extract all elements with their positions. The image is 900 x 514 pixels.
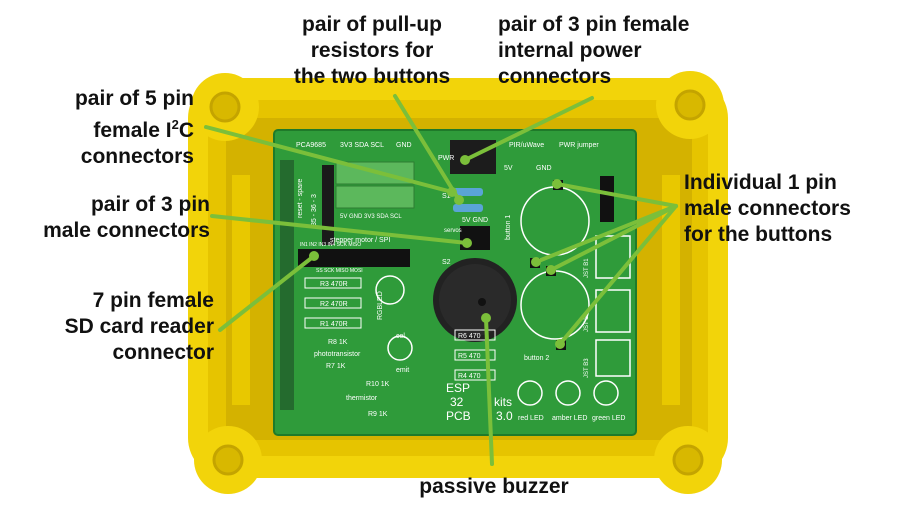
silk-pwr: PWR	[438, 155, 454, 162]
leader-i2c	[204, 125, 454, 194]
silk-thermistor: thermistor	[346, 395, 378, 402]
label-buzzer-line1: passive buzzer	[419, 475, 569, 498]
label-i2c-post: C	[178, 119, 194, 142]
label-sd-line3: connector	[112, 341, 214, 364]
silk-col: col	[396, 333, 405, 340]
silk-pcb: PCB	[446, 409, 471, 423]
silk-5vgnd: 5V GND	[462, 217, 488, 224]
silkscreen-text: PCA9685 3V3 SDA SCL GND PWR PIR/uWave PW…	[296, 142, 625, 423]
silk-stepper: stepper motor / SPI	[330, 237, 390, 244]
silk-i2c-row: 5V GND 3V3 SDA SCL	[340, 214, 402, 220]
silk-r1: R1 470R	[320, 321, 348, 328]
silk-pca-pins: 3V3 SDA SCL	[340, 142, 384, 149]
label-male-connectors: pair of 3 pin male connectors	[10, 192, 210, 244]
silk-gnd2: GND	[536, 165, 552, 172]
silk-r10: R10 1K	[366, 381, 390, 388]
label-buttons-line2: male connectors	[684, 197, 851, 220]
label-passive-buzzer: passive buzzer	[394, 474, 594, 500]
leader-btn-b	[534, 204, 678, 264]
silk-r4: R4 470	[458, 373, 481, 380]
silk-s1: S1	[442, 193, 451, 200]
label-pullup-line2: resistors for	[310, 39, 434, 62]
silk-button2: button 2	[524, 355, 549, 362]
silk-servos: servos	[444, 228, 462, 234]
silk-esp: ESP	[446, 381, 470, 395]
label-i2c-pre: female I	[93, 119, 172, 142]
silk-in-row: IN1 IN2 IN3 IN4 SCK MISO	[300, 242, 361, 248]
label-power-line1: pair of 3 pin female	[498, 13, 690, 36]
silk-phototransistor: phototransistor	[314, 351, 361, 358]
silk-emit: emit	[396, 367, 409, 374]
silk-reset-spare: reset - spare	[297, 179, 304, 218]
buzzer	[433, 258, 517, 342]
silk-r9: R9 1K	[368, 411, 388, 418]
leader-male3	[210, 214, 469, 245]
pullup-resistors	[453, 188, 483, 212]
label-power-connectors: pair of 3 pin female internal power conn…	[498, 12, 689, 90]
silk-r7: R7 1K	[326, 363, 346, 370]
label-power-line3: connectors	[498, 65, 612, 88]
silk-32: 32	[450, 395, 464, 409]
label-power-line2: internal power	[498, 39, 642, 62]
leader-sd	[218, 254, 316, 332]
label-sd-line2: SD card reader	[64, 315, 214, 338]
label-pullup-line3: the two buttons	[293, 65, 451, 88]
silk-r3: R3 470R	[320, 281, 348, 288]
silk-s2: S2	[442, 259, 451, 266]
silk-jst-b2: JST B2	[584, 312, 590, 332]
label-i2c-line3: connectors	[80, 145, 194, 168]
label-i2c-line2: female I2C	[20, 112, 194, 144]
silk-r6: R6 470	[458, 333, 481, 340]
silk-r5: R5 470	[458, 353, 481, 360]
label-i2c-connectors: pair of 5 pin female I2C connectors	[20, 86, 194, 170]
silk-amber-led: amber LED	[552, 415, 587, 422]
label-i2c-line1: pair of 5 pin	[74, 87, 194, 110]
leader-btn-d	[558, 204, 678, 346]
sensor-footprints	[375, 275, 413, 361]
label-buttons-line1: Individual 1 pin	[684, 171, 837, 194]
leader-dots	[309, 155, 565, 349]
label-male3-line2: male connectors	[43, 219, 210, 242]
label-button-connectors: Individual 1 pin male connectors for the…	[684, 170, 851, 248]
silk-red-led: red LED	[518, 415, 544, 422]
silk-r8: R8 1K	[328, 339, 348, 346]
silk-jst-b3: JST B3	[584, 358, 590, 378]
label-buttons-line3: for the buttons	[684, 223, 833, 246]
silk-r2: R2 470R	[320, 301, 348, 308]
silk-button1: button 1	[505, 215, 512, 240]
leader-pullup	[393, 94, 461, 202]
label-i2c-sup: 2	[171, 117, 179, 132]
silk-pwr-jumper: PWR jumper	[559, 142, 599, 149]
leader-btn-a	[555, 182, 678, 208]
silk-green-led: green LED	[592, 415, 625, 422]
silk-rgbled: RGBLED	[377, 291, 384, 320]
silk-pir: PIR/uWave	[509, 142, 544, 149]
led-footprints	[517, 380, 619, 406]
leader-btn-c	[549, 204, 678, 272]
leader-lines	[204, 94, 678, 466]
silk-kits: kits	[494, 395, 512, 409]
label-sd-line1: 7 pin female	[92, 289, 214, 312]
label-sd-connector: 7 pin female SD card reader connector	[20, 288, 214, 366]
resistor-blocks	[304, 277, 496, 381]
stepper-header	[298, 249, 410, 267]
silk-gnd: GND	[396, 142, 412, 149]
label-pullup-line1: pair of pull-up	[302, 13, 442, 36]
silk-5v: 5V	[504, 165, 513, 172]
silk-spi-row: SS SCK MISO MOSI	[316, 268, 363, 274]
silk-pca: PCA9685	[296, 142, 326, 149]
leader-buzzer	[484, 316, 494, 466]
leader-power	[463, 96, 594, 162]
silk-ver: 3.0	[496, 409, 513, 423]
silk-pins-35-36: 35 - 36 - 3	[311, 194, 318, 226]
label-pullup-resistors: pair of pull-up resistors for the two bu…	[282, 12, 462, 90]
silk-jst-b1: JST B1	[584, 258, 590, 278]
label-male3-line1: pair of 3 pin	[90, 193, 210, 216]
